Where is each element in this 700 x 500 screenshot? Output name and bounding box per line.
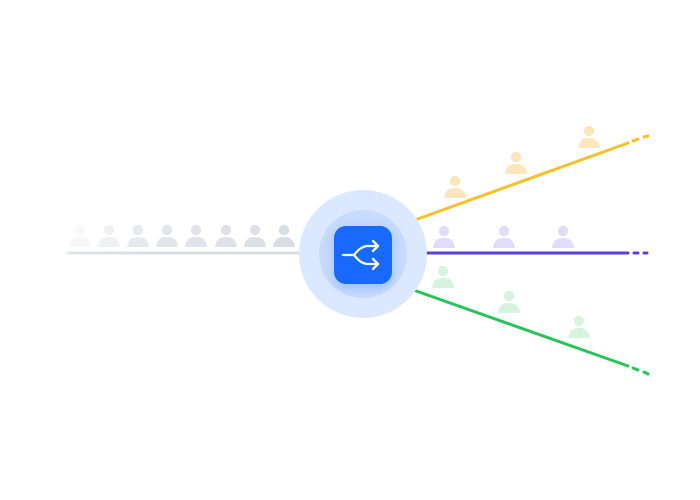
branch-bottom (386, 279, 650, 376)
user-icon (215, 224, 237, 247)
user-icon (433, 225, 455, 248)
branch-users-group (432, 125, 600, 338)
user-icon (273, 224, 295, 247)
user-icon (432, 265, 454, 288)
split-arrows-icon (341, 239, 380, 271)
user-icon (493, 225, 515, 248)
user-icon (498, 290, 520, 313)
user-icon (244, 224, 266, 247)
user-icon (552, 225, 574, 248)
incoming-fade (55, 215, 145, 260)
user-icon (156, 224, 178, 247)
user-icon (568, 315, 590, 338)
user-icon (185, 224, 207, 247)
user-icon (578, 125, 600, 148)
user-icon (444, 175, 466, 198)
split-router-button[interactable] (334, 226, 392, 284)
branch-top (388, 134, 650, 231)
user-icon (505, 151, 527, 174)
